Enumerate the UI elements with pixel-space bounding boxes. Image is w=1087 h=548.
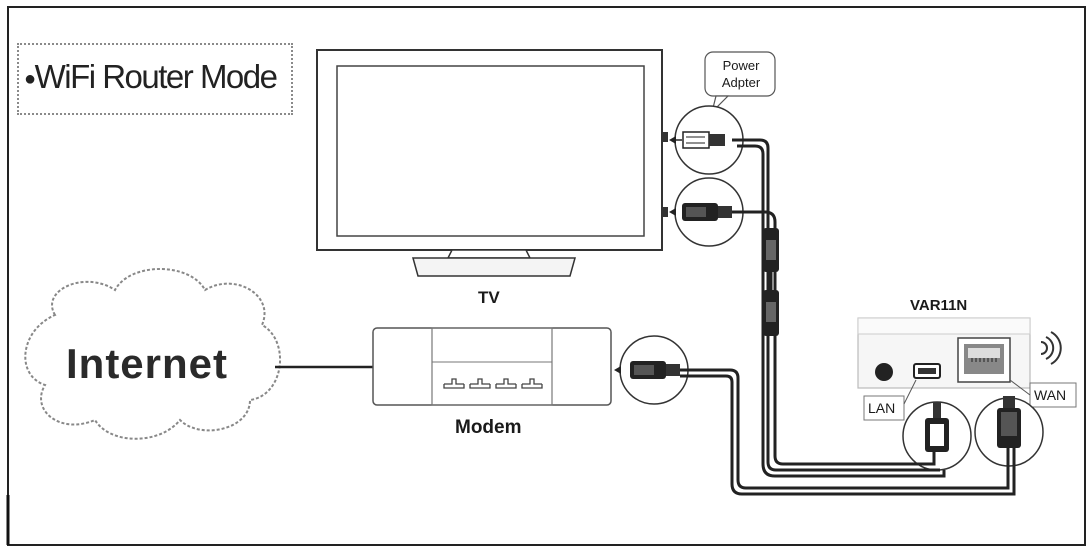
bullet-icon: ● [24,67,36,90]
power-adapter-line2: Adpter [721,75,761,90]
wan-label: WAN [1034,387,1067,403]
mode-title: ●WiFi Router Mode [24,58,278,96]
cable-ethernet [732,210,936,466]
tv-label: TV [478,288,500,307]
wan-label-box [1029,382,1077,408]
cable-wan [680,368,1016,496]
tv-icon [316,49,668,277]
lan-label: LAN [868,400,896,416]
power-port-icon [875,363,893,381]
modem-icon [372,327,612,406]
power-adapter-line1: Power [722,58,760,73]
router-icon [857,317,1031,389]
ethernet-plug-icon [669,177,744,247]
modem-ethernet-plug-icon [614,335,689,405]
usb-plug-icon [669,105,744,175]
modem-label: Modem [455,417,522,438]
internet-label: Internet [66,340,229,387]
router-ethernet-plug-icon [974,396,1044,467]
lan-label-box [863,395,905,421]
cloud-icon [24,268,282,440]
mode-title-box [17,43,293,115]
router-usb-plug-icon [902,401,972,471]
mode-title-text: WiFi Router Mode [34,58,278,95]
wifi-signal-icon [1040,331,1062,365]
power-adapter-label: Power Adpter [711,57,771,91]
router-label: VAR11N [910,297,968,314]
outer-frame [7,6,1086,546]
